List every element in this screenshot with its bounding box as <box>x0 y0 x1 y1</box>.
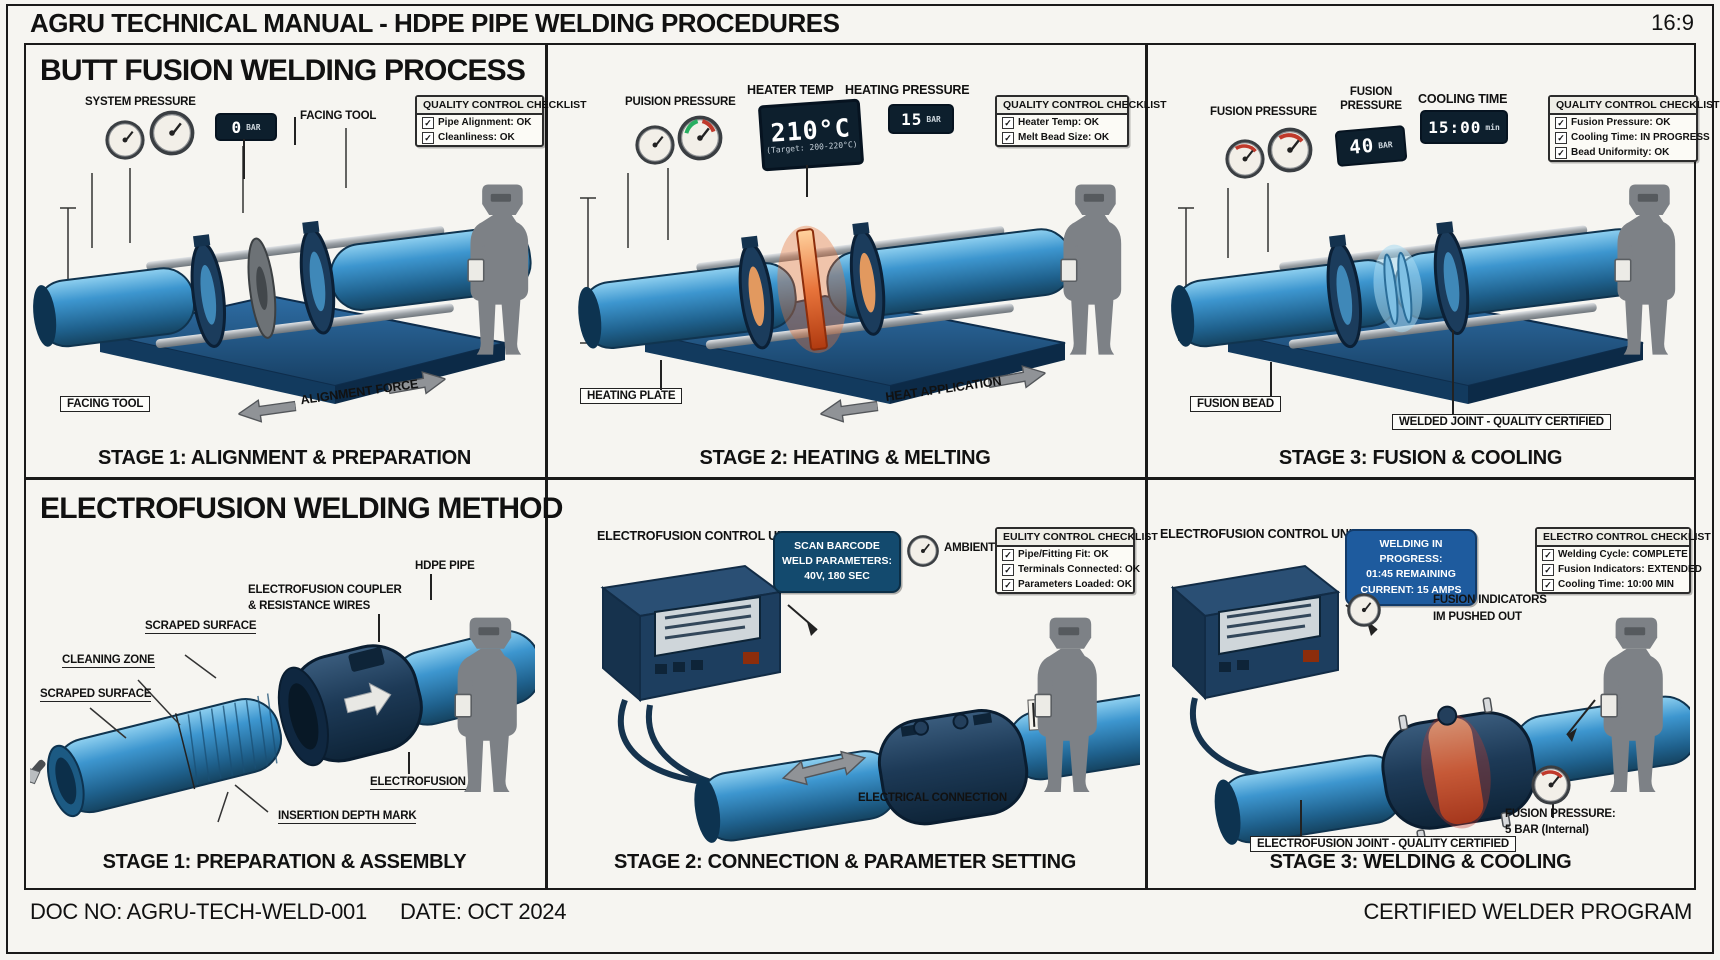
butt-fusion-stage2-illustration <box>578 168 1073 404</box>
footer-doc-no: DOC NO: AGRU-TECH-WELD-001 <box>30 899 367 924</box>
ef-stage1-caption: STAGE 1: PREPARATION & ASSEMBLY <box>102 851 467 873</box>
label-heating-plate: HEATING PLATE <box>580 388 683 404</box>
label-heating-pressure: HEATING PRESSURE <box>845 83 970 97</box>
qc-checklist-stage2: QUALITY CONTROL CHECKLIST ✓Heater Temp: … <box>995 95 1167 147</box>
label-scraped-surface-left: SCRAPED SURFACE <box>40 688 152 702</box>
checkbox-icon: ✓ <box>1002 131 1014 144</box>
label-electrofusion: ELECTROFUSION <box>370 776 466 790</box>
label-fusion-pressure: PUISION PRESSURE <box>625 96 736 108</box>
qc-checklist-ef-stage3: ELECTRO CONTROL CHECKLIST ✓Welding Cycle… <box>1535 527 1711 594</box>
label-electrofusion-joint: ELECTROFUSION JOINT - QUALITY CERTIFIED <box>1250 836 1517 852</box>
col-divider-2 <box>1145 43 1148 890</box>
checkbox-icon: ✓ <box>1002 116 1014 129</box>
thermometer-gauge-icon <box>906 534 940 568</box>
label-fusion-bead: FUSION BEAD <box>1190 396 1282 412</box>
worker-silhouette <box>1032 600 1112 832</box>
pressure-gauge-icon <box>1530 764 1572 806</box>
pressure-gauge-icon <box>1266 126 1314 174</box>
welding-progress-callout: WELDING IN PROGRESS: 01:45 REMAINING CUR… <box>1345 529 1477 606</box>
pressure-gauge-icon <box>1346 592 1382 628</box>
pressure-gauge-icon <box>1224 138 1266 180</box>
checkbox-icon: ✓ <box>1542 548 1554 561</box>
fusion-bead <box>1383 253 1399 326</box>
pressure-gauge-icon <box>148 109 196 157</box>
weld-parameters-callout: SCAN BARCODE WELD PARAMETERS: 40V, 180 S… <box>773 531 901 593</box>
electrofusion-section-title: ELECTROFUSION WELDING METHOD <box>40 492 563 525</box>
page-title: AGRU TECHNICAL MANUAL - HDPE PIPE WELDIN… <box>30 8 840 38</box>
qc-checklist-ef-stage2: EULITY CONTROL CHECKLIST ✓Pipe/Fitting F… <box>995 527 1158 594</box>
ef-stage2-caption: STAGE 2: CONNECTION & PARAMETER SETTING <box>613 851 1077 873</box>
stage2-caption: STAGE 2: HEATING & MELTING <box>699 447 991 469</box>
content-frame <box>24 43 1696 890</box>
pressure-gauge-icon <box>676 114 724 162</box>
worker-silhouette <box>1612 168 1690 393</box>
worker-silhouette <box>465 168 543 393</box>
label-fusion-pressure-display: FUSION PRESSURE <box>1340 86 1402 112</box>
aspect-ratio-label: 16:9 <box>1651 10 1694 35</box>
label-fusion-indicators: FUSION INDICATORS IM PUSHED OUT <box>1433 594 1547 624</box>
checkbox-icon: ✓ <box>1002 548 1014 561</box>
electrofusion-coupler <box>877 709 1029 826</box>
worker-silhouette <box>452 600 532 832</box>
checkbox-icon: ✓ <box>422 131 434 144</box>
electrofusion-control-unit <box>600 564 783 703</box>
footer-program: CERTIFIED WELDER PROGRAM <box>1363 899 1692 924</box>
footer-date: DATE: OCT 2024 <box>400 899 567 924</box>
weld-heat-band <box>1428 717 1484 825</box>
label-heater-temp: HEATER TEMP <box>747 83 834 97</box>
label-facing-tool-top: FACING TOOL <box>300 110 377 122</box>
checkbox-icon: ✓ <box>1542 578 1554 591</box>
col-divider-1 <box>545 43 548 890</box>
label-electrical-connection: ELECTRICAL CONNECTION <box>858 792 1007 804</box>
label-electrofusion-coupler: ELECTROFUSION COUPLER & RESISTANCE WIRES <box>248 584 402 612</box>
checkbox-icon: ✓ <box>422 116 434 129</box>
worker-silhouette <box>1058 168 1136 393</box>
label-control-unit: ELECTROFUSION CONTROL UNIT <box>597 529 797 543</box>
heater-temp-display: 210°C (Target: 200-220°C) <box>757 98 865 172</box>
qc-checklist-stage1: QUALITY CONTROL CHECKLIST ✓Pipe Alignmen… <box>415 95 587 147</box>
qc-checklist-stage3: QUALITY CONTROL CHECKLIST ✓Fusion Pressu… <box>1548 95 1720 162</box>
label-scraped-surface-top: SCRAPED SURFACE <box>145 620 257 634</box>
checkbox-icon: ✓ <box>1555 116 1567 129</box>
ef-stage3-caption: STAGE 3: WELDING & COOLING <box>1269 851 1572 873</box>
label-hdpe-pipe: HDPE PIPE <box>415 560 475 572</box>
butt-fusion-stage1-illustration <box>33 128 532 404</box>
worker-silhouette <box>1598 600 1678 832</box>
label-control-unit: ELECTROFUSION CONTROL UNIT <box>1160 527 1360 541</box>
checkbox-icon: ✓ <box>1002 578 1014 591</box>
butt-fusion-section-title: BUTT FUSION WELDING PROCESS <box>40 54 526 87</box>
label-cleaning-zone: CLEANING ZONE <box>62 654 155 668</box>
checkbox-icon: ✓ <box>1542 563 1554 576</box>
label-welded-joint: WELDED JOINT - QUALITY CERTIFIED <box>1392 414 1611 430</box>
checkbox-icon: ✓ <box>1002 563 1014 576</box>
electrofusion-control-unit <box>1170 564 1341 701</box>
heating-plate <box>796 228 828 351</box>
fusion-bead <box>1397 251 1413 324</box>
label-facing-tool-bottom: FACING TOOL <box>60 396 151 412</box>
stage3-caption: STAGE 3: FUSION & COOLING <box>1278 447 1563 469</box>
checkbox-icon: ✓ <box>1555 146 1567 159</box>
label-cooling-time: COOLING TIME <box>1418 92 1508 106</box>
label-internal-fusion-pressure: FUSION PRESSURE: 5 BAR (Internal) <box>1505 808 1616 837</box>
stage1-caption: STAGE 1: ALIGNMENT & PREPARATION <box>98 447 471 469</box>
pressure-gauge-icon <box>634 124 676 166</box>
butt-fusion-stage3-illustration <box>1171 183 1651 404</box>
label-system-pressure: SYSTEM PRESSURE <box>85 96 196 108</box>
label-insertion-depth-mark: INSERTION DEPTH MARK <box>278 810 417 824</box>
pressure-gauge-icon <box>104 119 146 161</box>
label-fusion-pressure-gauges: FUSION PRESSURE <box>1210 106 1317 118</box>
row-divider <box>24 477 1696 480</box>
checkbox-icon: ✓ <box>1555 131 1567 144</box>
electrofusion-stage3-illustration <box>1170 564 1690 846</box>
